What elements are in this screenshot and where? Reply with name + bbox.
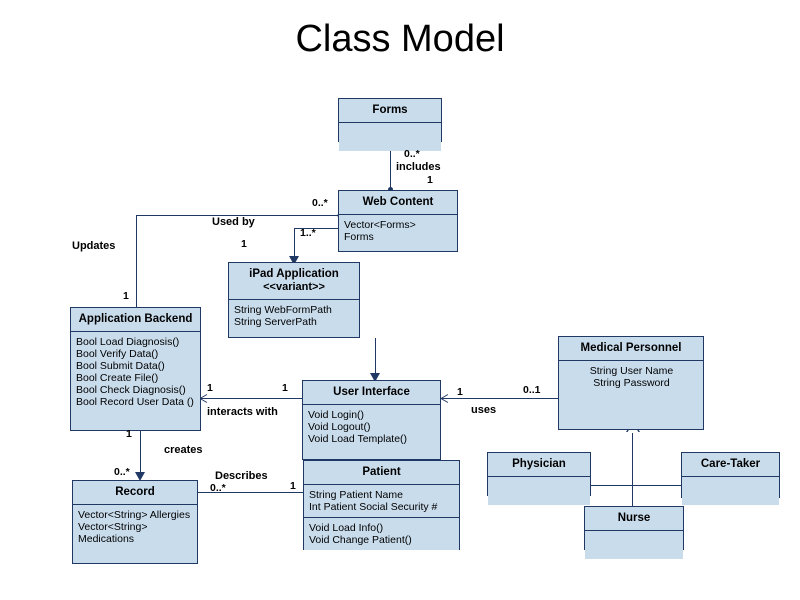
class-box-medical-personnel[interactable]: Medical Personnel String User Name Strin… (558, 336, 704, 430)
multiplicity-updates-target: 0..* (312, 197, 328, 209)
class-name-forms: Forms (339, 99, 441, 123)
operation-line: Void Load Template() (308, 433, 408, 445)
label-updates: Updates (72, 240, 116, 252)
class-body-care-taker (682, 477, 779, 505)
class-box-nurse[interactable]: Nurse (584, 506, 684, 559)
operation-line: Void Login() (308, 409, 365, 421)
class-name-web-content: Web Content (339, 191, 457, 215)
class-title-text: iPad Application (249, 268, 339, 280)
class-name-application-backend: Application Backend (71, 308, 200, 332)
class-name-ipad-application: iPad Application <<variant>> (229, 263, 359, 300)
multiplicity-includes-source: 0..* (404, 148, 420, 160)
operation-line: Bool Submit Data() (76, 360, 165, 372)
connector-updates-vertical (136, 215, 137, 308)
attribute-line: Vector<String> Medications (78, 521, 148, 545)
attribute-line: String User Name (589, 365, 674, 377)
multiplicity-includes-target: 1 (427, 174, 433, 186)
class-box-web-content[interactable]: Web Content Vector<Forms> Forms (338, 190, 458, 252)
class-stereotype: <<variant>> (263, 281, 325, 293)
class-operations-user-interface: Void Login() Void Logout() Void Load Tem… (303, 405, 440, 449)
operation-line: Bool Record User Data () (76, 396, 194, 408)
multiplicity-interacts-source: 1 (207, 382, 213, 394)
class-box-ipad-application[interactable]: iPad Application <<variant>> String WebF… (228, 262, 360, 338)
operation-line: Bool Load Diagnosis() (76, 336, 180, 348)
multiplicity-creates-target: 0..* (114, 466, 130, 478)
attribute-line: Int Patient Social Security # (309, 501, 438, 513)
class-body-physician (488, 477, 590, 505)
class-attributes-medical-personnel: String User Name String Password (559, 361, 703, 393)
attribute-line: Vector<String> Allergies (78, 509, 191, 521)
attribute-line: String WebFormPath (234, 304, 332, 316)
class-name-medical-personnel: Medical Personnel (559, 337, 703, 361)
operation-line: Bool Check Diagnosis() (76, 384, 186, 396)
operation-line: Void Load Info() (309, 522, 384, 534)
class-name-care-taker: Care-Taker (682, 453, 779, 477)
label-includes: includes (396, 161, 441, 173)
class-attributes-web-content: Vector<Forms> Forms (339, 215, 457, 247)
attribute-line: String Password (593, 377, 670, 389)
connector-interacts-with (200, 398, 302, 399)
connector-includes (390, 140, 391, 190)
label-creates: creates (164, 444, 203, 456)
class-box-user-interface[interactable]: User Interface Void Login() Void Logout(… (302, 380, 441, 460)
class-attributes-patient: String Patient Name Int Patient Social S… (304, 485, 459, 517)
class-operations-application-backend: Bool Load Diagnosis() Bool Verify Data()… (71, 332, 200, 412)
operation-line: Void Change Patient() (309, 534, 412, 546)
connector-generalization-nurse (632, 485, 633, 507)
class-name-patient: Patient (304, 461, 459, 485)
multiplicity-used-by-target: 1..* (300, 227, 316, 239)
connector-generalization-trunk (632, 430, 633, 485)
connector-usedby-horizontal (294, 228, 338, 229)
label-uses: uses (471, 404, 497, 416)
operation-line: Void Logout() (308, 421, 371, 433)
class-body-nurse (585, 531, 683, 559)
multiplicity-uses-source: 1 (457, 386, 463, 398)
connector-uses (441, 398, 558, 399)
attribute-line: Forms (344, 231, 374, 243)
operation-line: Bool Verify Data() (76, 348, 159, 360)
connector-includes-endpoint (388, 187, 393, 192)
connector-creates (140, 430, 141, 478)
connector-updates-horizontal (136, 215, 338, 216)
class-box-record[interactable]: Record Vector<String> Allergies Vector<S… (72, 480, 198, 564)
connector-generalization-bar (520, 485, 736, 486)
label-used-by: Used by (212, 216, 255, 228)
multiplicity-describes-source: 0..* (210, 482, 226, 494)
connector-usedby-vertical (294, 228, 295, 261)
class-box-physician[interactable]: Physician (487, 452, 591, 505)
connector-usedby-arrowhead (289, 256, 299, 265)
class-name-user-interface: User Interface (303, 381, 440, 405)
connector-describes (198, 492, 303, 493)
label-describes: Describes (215, 470, 268, 482)
page-title: Class Model (295, 18, 505, 60)
multiplicity-updates-source: 1 (123, 290, 129, 302)
multiplicity-used-by-source: 1 (241, 238, 247, 250)
connector-uses-arrowhead (441, 393, 451, 403)
connector-ipad-ui (375, 338, 376, 380)
connector-ipad-ui-arrowhead (370, 373, 380, 382)
attribute-line: Vector<Forms> (344, 219, 416, 231)
multiplicity-describes-target: 1 (290, 480, 296, 492)
class-name-record: Record (73, 481, 197, 505)
class-operations-patient: Void Load Info() Void Change Patient() (304, 517, 459, 550)
multiplicity-creates-source: 1 (126, 428, 132, 440)
connector-interacts-arrowhead-left (200, 393, 210, 403)
class-box-application-backend[interactable]: Application Backend Bool Load Diagnosis(… (70, 307, 201, 431)
connector-creates-arrowhead (135, 472, 145, 481)
class-attributes-ipad-application: String WebFormPath String ServerPath (229, 300, 359, 332)
class-attributes-record: Vector<String> Allergies Vector<String> … (73, 505, 197, 549)
class-box-care-taker[interactable]: Care-Taker (681, 452, 780, 505)
class-name-nurse: Nurse (585, 507, 683, 531)
attribute-line: String Patient Name (309, 489, 403, 501)
multiplicity-interacts-target: 1 (282, 382, 288, 394)
class-box-forms[interactable]: Forms (338, 98, 442, 151)
class-body-forms (339, 123, 441, 151)
class-name-physician: Physician (488, 453, 590, 477)
label-interacts-with: interacts with (207, 406, 278, 418)
attribute-line: String ServerPath (234, 316, 317, 328)
class-box-patient[interactable]: Patient String Patient Name Int Patient … (303, 460, 460, 550)
operation-line: Bool Create File() (76, 372, 159, 384)
multiplicity-uses-target: 0..1 (523, 384, 541, 396)
